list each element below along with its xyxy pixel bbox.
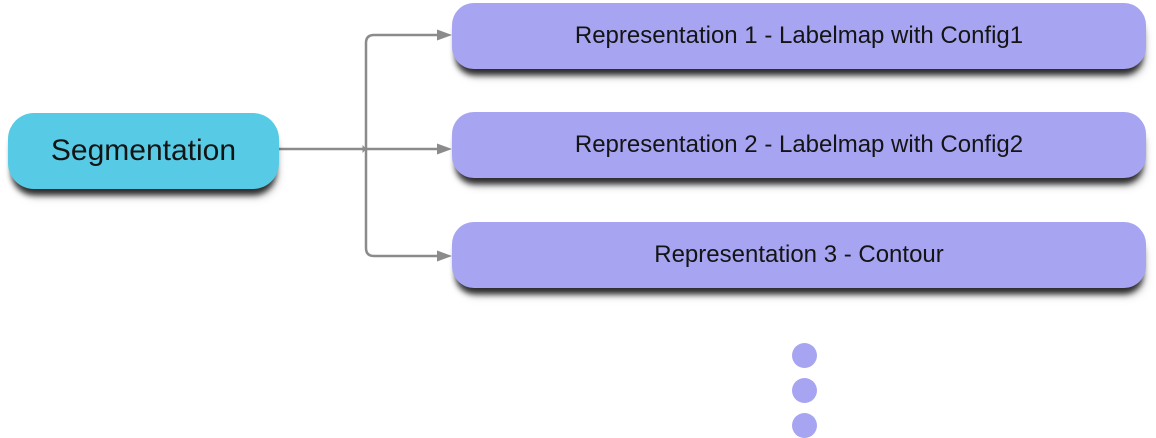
ellipsis-dot xyxy=(792,413,817,438)
connector-branch-to-rep3 xyxy=(364,149,437,258)
node-representation-2: Representation 2 - Labelmap with Config2 xyxy=(452,112,1146,178)
segmentation-label: Segmentation xyxy=(50,134,237,167)
node-representation-1: Representation 1 - Labelmap with Config1 xyxy=(452,3,1146,69)
ellipsis-dot xyxy=(792,378,817,403)
representation-1-label: Representation 1 - Labelmap with Config1 xyxy=(574,22,1024,49)
ellipsis-dots xyxy=(792,343,817,438)
arrowhead-icon xyxy=(437,250,452,262)
representation-2-label: Representation 2 - Labelmap with Config2 xyxy=(574,131,1024,158)
connector-branch-to-rep1 xyxy=(364,33,437,149)
arrowhead-icon xyxy=(437,29,452,41)
representation-3-label: Representation 3 - Contour xyxy=(654,241,944,268)
node-representation-3: Representation 3 - Contour xyxy=(452,222,1146,288)
ellipsis-dot xyxy=(792,343,817,368)
node-segmentation: Segmentation xyxy=(8,113,279,189)
arrowhead-icon xyxy=(437,143,452,155)
junction-point xyxy=(362,145,367,153)
